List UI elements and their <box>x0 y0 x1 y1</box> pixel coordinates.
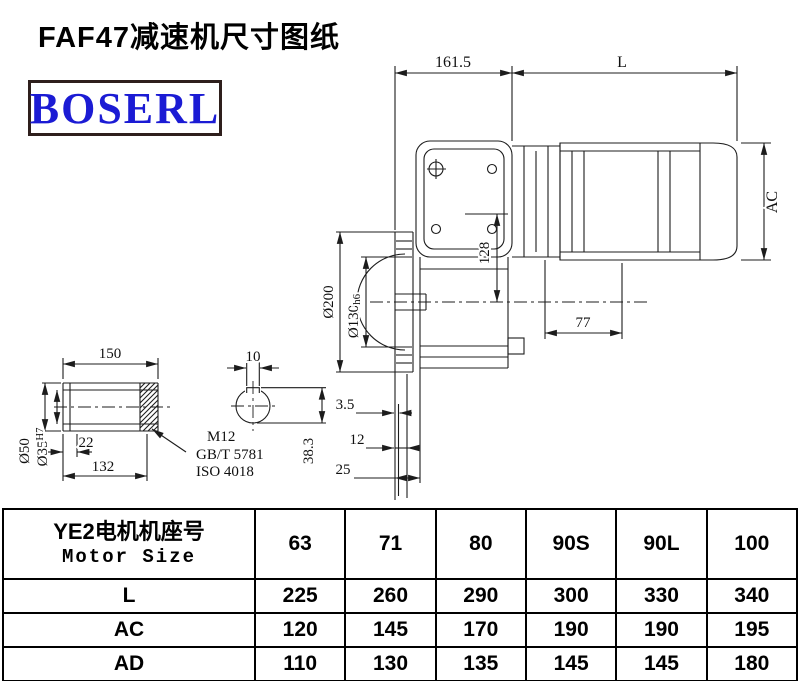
motor-frame-label-en: Motor Size <box>61 545 197 568</box>
motor-frame-label-cn: YE2电机机座号 <box>53 519 205 545</box>
note-m12: M12 <box>207 429 235 445</box>
dia-200-label: Ø200 <box>321 285 337 318</box>
page-title: FAF47减速机尺寸图纸 <box>38 22 341 54</box>
row-label: L <box>2 578 256 614</box>
output-flange <box>356 231 427 373</box>
table-row: AC 120 145 170 190 190 195 <box>2 612 799 648</box>
table-cell: 195 <box>705 612 799 648</box>
dim-128-label: 128 <box>477 242 493 265</box>
row-label: AC <box>2 612 256 648</box>
dia-130-label: Ø130h6 <box>346 293 363 338</box>
keyway-detail: 10 38.3 <box>227 347 326 466</box>
lower-housing <box>419 257 525 369</box>
table-cell: 90L <box>615 508 708 580</box>
dia-35-tol: H7 <box>35 428 46 441</box>
dia-130-base: Ø130 <box>346 305 362 338</box>
dia-35-base: Ø35 <box>35 441 51 467</box>
table-cell: 330 <box>615 578 708 614</box>
table-cell: 130 <box>344 646 437 681</box>
motor-size-table: YE2电机机座号 Motor Size 63 71 80 90S 90L 100… <box>2 508 799 681</box>
table-cell: 145 <box>344 612 437 648</box>
dim-128-group: 128 <box>465 213 508 302</box>
dim-77-group: 77 <box>544 260 623 339</box>
table-cell: 71 <box>344 508 437 580</box>
table-cell: 90S <box>524 508 618 580</box>
table-header-label-cell: YE2电机机座号 Motor Size <box>2 508 256 580</box>
dia-130-tol: h6 <box>351 293 363 305</box>
table-row: L 225 260 290 300 330 340 <box>2 578 799 614</box>
dia-130-group: Ø130h6 <box>344 256 412 348</box>
dim-10-label: 10 <box>246 349 261 365</box>
dim-3-5-label: 3.5 <box>336 397 355 413</box>
table-cell: 145 <box>615 646 708 681</box>
motor-outline <box>559 142 738 261</box>
row-label: AD <box>2 646 256 681</box>
dia-50-label: Ø50 <box>17 438 33 464</box>
table-row: AD 110 130 135 145 145 180 <box>2 646 799 681</box>
ac-dimension: AC <box>741 142 783 261</box>
table-cell: 300 <box>524 578 618 614</box>
dim-77-label: 77 <box>576 315 592 331</box>
table-cell: 180 <box>705 646 799 681</box>
table-header-row: YE2电机机座号 Motor Size 63 71 80 90S 90L 100 <box>2 508 799 580</box>
crosshair-mark <box>427 159 446 179</box>
dim-l-label: L <box>617 54 627 71</box>
table-cell: 290 <box>434 578 527 614</box>
shaft-detail: 150 Ø50 Ø35H7 22 132 M12 GB/T 5781 ISO 4… <box>15 344 266 482</box>
dim-38-3-label: 38.3 <box>301 438 317 464</box>
gear-housing <box>415 140 513 258</box>
table-cell: 170 <box>434 612 527 648</box>
table-cell: 340 <box>705 578 799 614</box>
table-cell: 190 <box>524 612 618 648</box>
table-cell: 110 <box>253 646 347 681</box>
dim-22-label: 22 <box>79 435 94 451</box>
brand-logo: BOSERL <box>28 80 222 136</box>
note-gb-standard: GB/T 5781 <box>196 447 264 463</box>
technical-drawing: 161.5 L <box>15 52 783 500</box>
dim-25-label: 25 <box>336 462 351 478</box>
bottom-dimension-group: 3.5 12 25 <box>334 368 421 500</box>
table-cell: 225 <box>253 578 347 614</box>
hatch-pattern <box>139 382 159 432</box>
table-cell: 63 <box>253 508 347 580</box>
table-cell: 260 <box>344 578 437 614</box>
dim-150-label: 150 <box>99 346 122 362</box>
table-cell: 145 <box>524 646 618 681</box>
table-cell: 190 <box>615 612 708 648</box>
table-cell: 120 <box>253 612 347 648</box>
table-cell: 100 <box>705 508 799 580</box>
dia-200-group: Ø200 <box>319 231 395 373</box>
dim-12-label: 12 <box>350 432 365 448</box>
note-iso-standard: ISO 4018 <box>196 464 254 480</box>
dim-132-label: 132 <box>92 459 115 475</box>
dia-35-label: Ø35H7 <box>35 428 51 467</box>
table-cell: 80 <box>434 508 527 580</box>
table-cell: 135 <box>434 646 527 681</box>
motor-adapter <box>512 145 560 258</box>
dim-161-5-label: 161.5 <box>435 54 471 71</box>
dim-ac-label: AC <box>764 191 781 213</box>
top-dimension-group: 161.5 L <box>394 52 738 230</box>
